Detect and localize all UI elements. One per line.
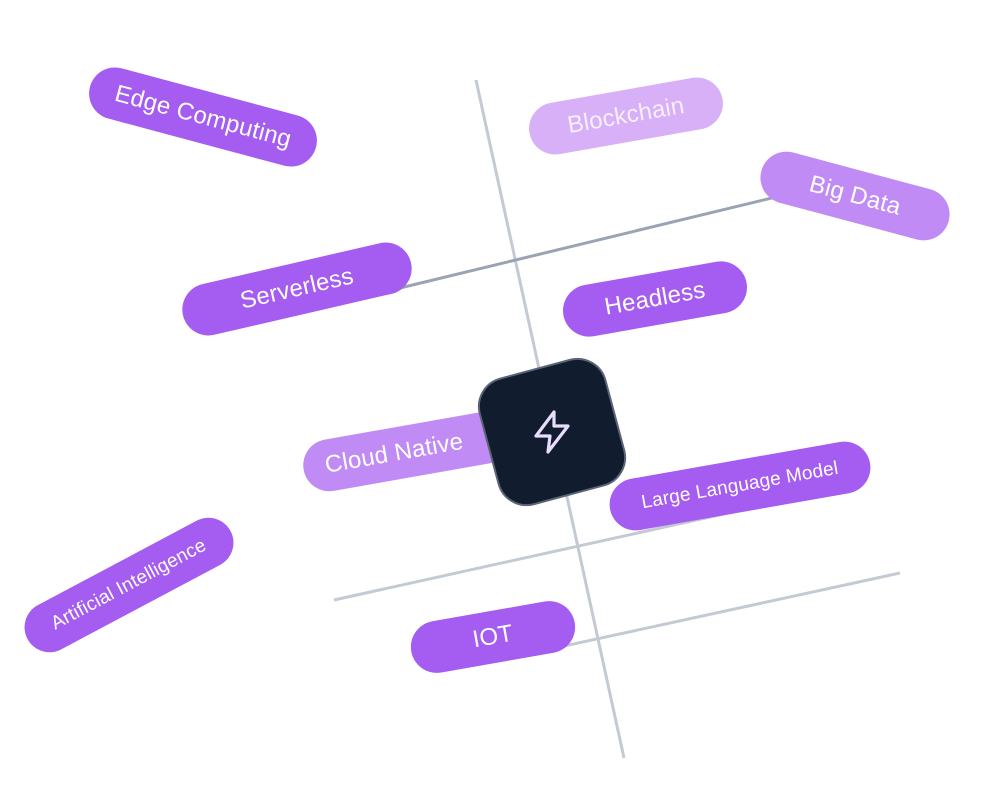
- tag-label: Big Data: [806, 170, 904, 221]
- tag-label: IOT: [470, 619, 516, 654]
- hub-tile: [471, 351, 633, 513]
- upper-connector-line: [399, 194, 781, 290]
- middle-connector-line: [333, 504, 761, 602]
- tag-label: Blockchain: [565, 91, 687, 140]
- tag-label: Headless: [602, 276, 708, 321]
- lightning-bolt-icon: [534, 410, 570, 454]
